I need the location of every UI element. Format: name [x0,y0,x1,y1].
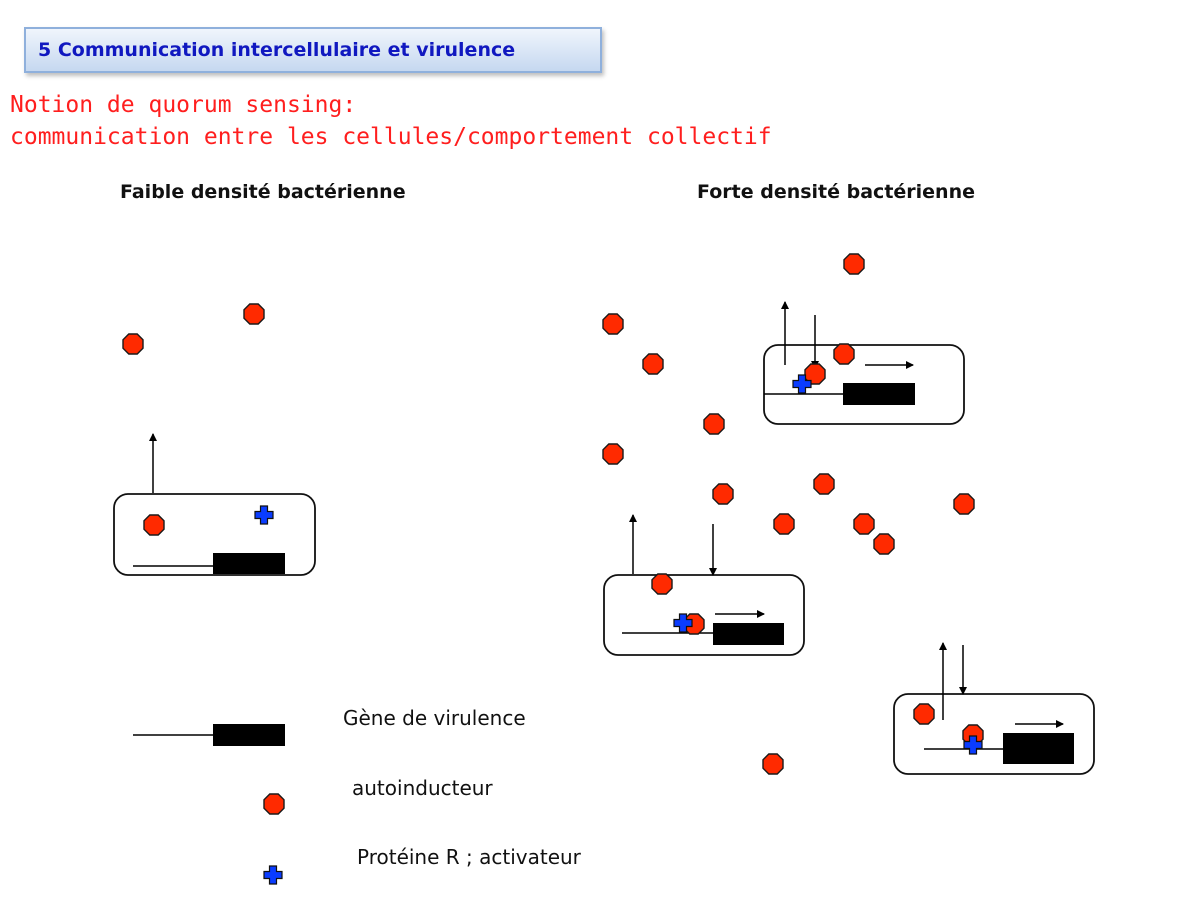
legend-autoinducer-label: autoinducteur [352,776,493,800]
autoinducer-icon [913,703,935,725]
free-autoinducers [602,253,975,775]
autoinducer-icon [813,473,835,495]
autoinducer-icon [953,493,975,515]
autoinducer-icon [873,533,895,555]
subtitle: Notion de quorum sensing: communication … [10,89,772,153]
legend-gene-icon [213,724,285,746]
virulence-gene [713,623,784,645]
right-cell-bottom [893,642,1095,775]
cell-membrane [893,693,1095,775]
autoinducer-icon [853,513,875,535]
right-cell-top [763,301,965,425]
virulence-gene [213,553,285,574]
high-density-title: Forte densité bactérienne [697,181,975,203]
autoinducer-icon [762,753,784,775]
section-header: 5 Communication intercellulaire et virul… [24,27,602,73]
left-cell [113,433,316,576]
right-cell-middle [603,514,805,656]
autoinducer-icon [773,513,795,535]
virulence-gene [843,383,915,405]
legend [133,724,285,885]
low-density-title: Faible densité bactérienne [120,181,406,203]
section-title: 5 Communication intercellulaire et virul… [38,39,516,61]
legend-protein-r-icon [263,865,283,885]
legend-gene-label: Gène de virulence [343,706,526,730]
autoinducer-icon [602,313,624,335]
cell-membrane [763,344,965,425]
autoinducer-icon [833,343,855,365]
autoinducer-icon [122,333,144,355]
virulence-gene [1003,733,1074,764]
autoinducer-icon [243,303,265,325]
autoinducer-icon [843,253,865,275]
autoinducer-icon [143,514,165,536]
autoinducer-icon [602,443,624,465]
subtitle-line-1: Notion de quorum sensing: [10,92,357,118]
cell-membrane [603,574,805,656]
autoinducer-icon [712,483,734,505]
legend-autoinducer-icon [263,793,285,815]
legend-protein-label: Protéine R ; activateur [357,845,581,869]
autoinducer-icon [651,573,673,595]
autoinducer-icon [703,413,725,435]
cell-membrane [113,493,316,576]
subtitle-line-2: communication entre les cellules/comport… [10,124,772,150]
autoinducer-icon [642,353,664,375]
protein-r-icon [254,505,274,525]
